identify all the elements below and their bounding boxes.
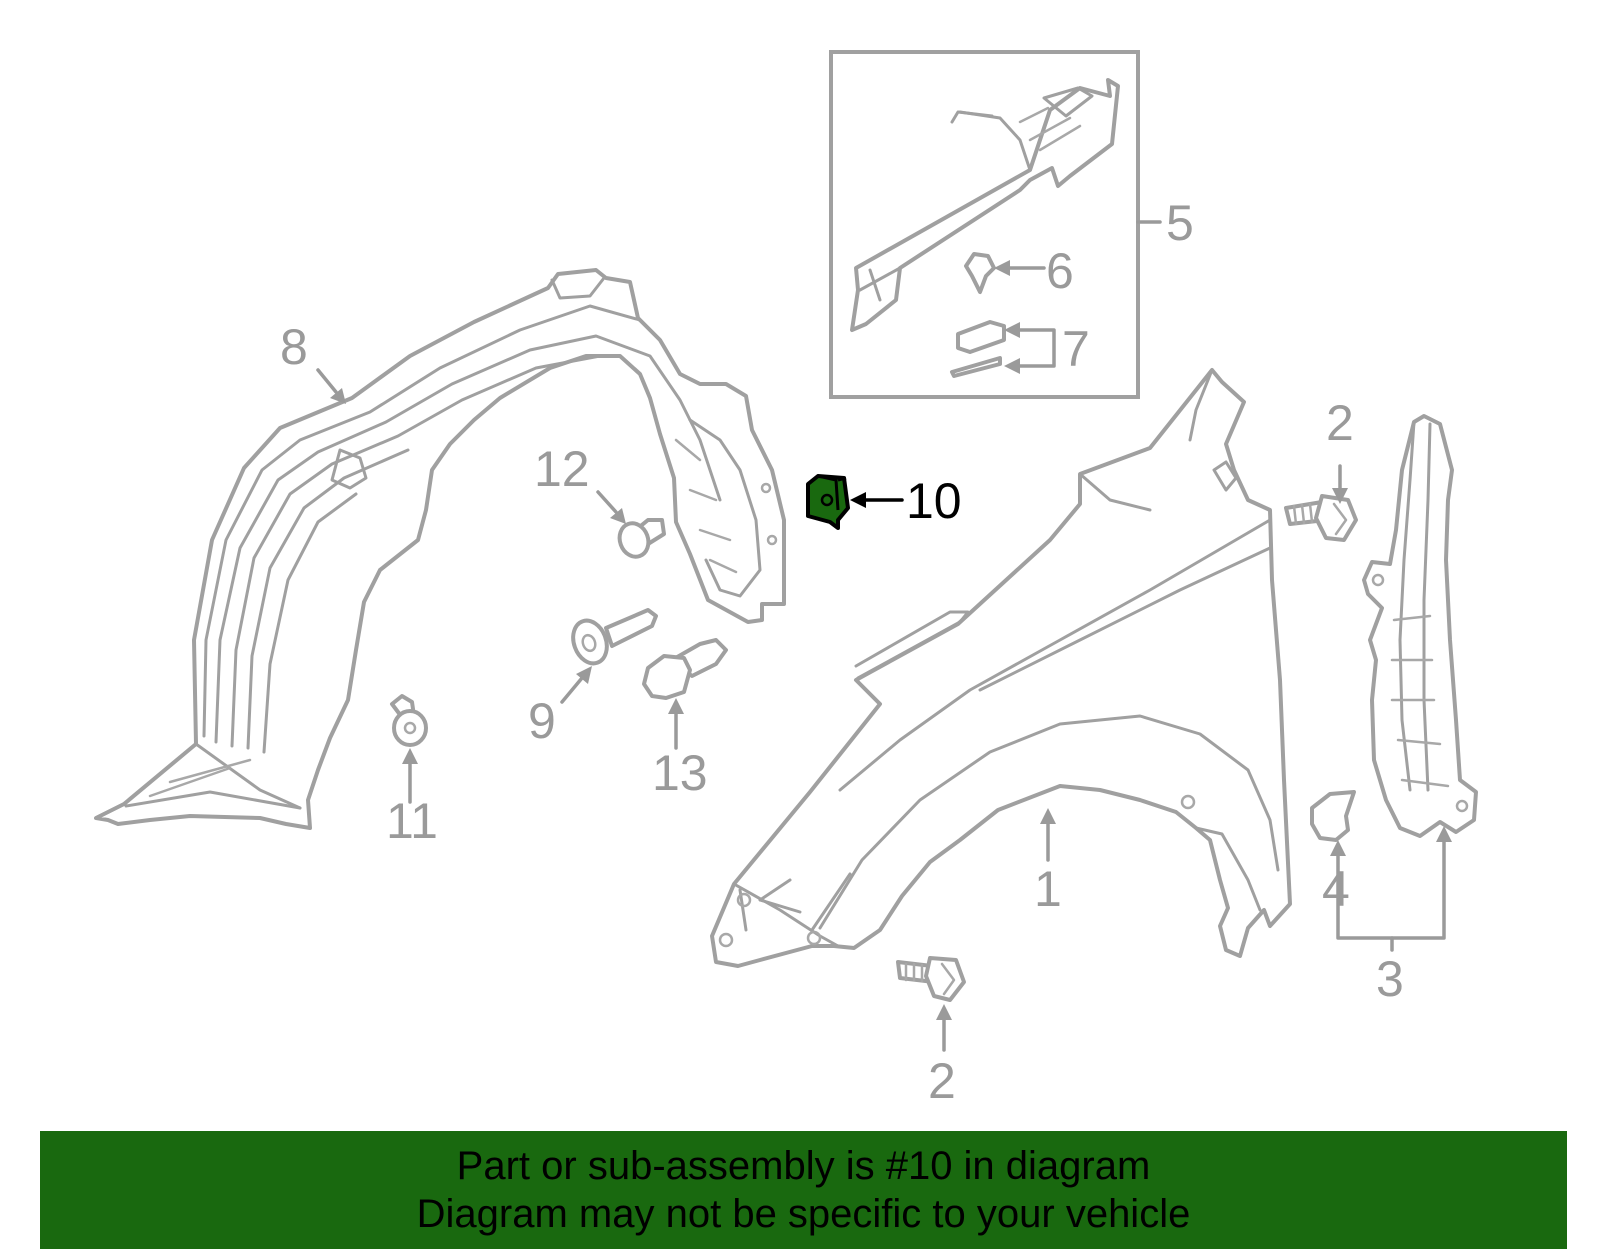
- callout-7: 7: [1062, 321, 1090, 377]
- callout-5: 5: [1166, 195, 1194, 251]
- callout-2-lower: 2: [928, 1053, 956, 1109]
- part-8-fender-liner[interactable]: [94, 268, 786, 830]
- banner-line-1: Part or sub-assembly is #10 in diagram: [456, 1144, 1151, 1188]
- callout-12: 12: [534, 441, 590, 497]
- callouts: 5 6 7 8 10 12 9 13 11 1 2 2 4 3: [280, 195, 1404, 1109]
- part-13-clip[interactable]: [642, 638, 728, 700]
- part-2-bolt-upper[interactable]: [1284, 494, 1358, 542]
- part-7-seal[interactable]: [950, 320, 1006, 378]
- callout-9: 9: [528, 693, 556, 749]
- part-5-bracket[interactable]: [850, 78, 1120, 332]
- part-1-fender[interactable]: [710, 368, 1292, 968]
- part-10-nut-highlighted[interactable]: [806, 474, 850, 530]
- callout-11: 11: [386, 793, 438, 849]
- callout-6: 6: [1046, 243, 1074, 299]
- callout-4: 4: [1322, 861, 1350, 917]
- part-11-clip[interactable]: [390, 694, 428, 747]
- callout-2-upper: 2: [1326, 395, 1354, 451]
- part-4-cap[interactable]: [1310, 790, 1356, 842]
- part-2-bolt-lower[interactable]: [896, 956, 966, 1002]
- part-6-clip[interactable]: [964, 252, 996, 294]
- callout-10: 10: [906, 473, 962, 529]
- part-3-garnish[interactable]: [1362, 414, 1478, 838]
- banner-line-2: Diagram may not be specific to your vehi…: [416, 1192, 1191, 1236]
- callout-13: 13: [652, 745, 708, 801]
- part-9-screw[interactable]: [567, 608, 658, 668]
- info-banner: Part or sub-assembly is #10 in diagram D…: [40, 1131, 1567, 1249]
- leader-lines: [316, 220, 1452, 1052]
- callout-3: 3: [1376, 951, 1404, 1007]
- callout-8: 8: [280, 319, 308, 375]
- part-12-screw[interactable]: [615, 518, 666, 561]
- callout-1: 1: [1034, 861, 1062, 917]
